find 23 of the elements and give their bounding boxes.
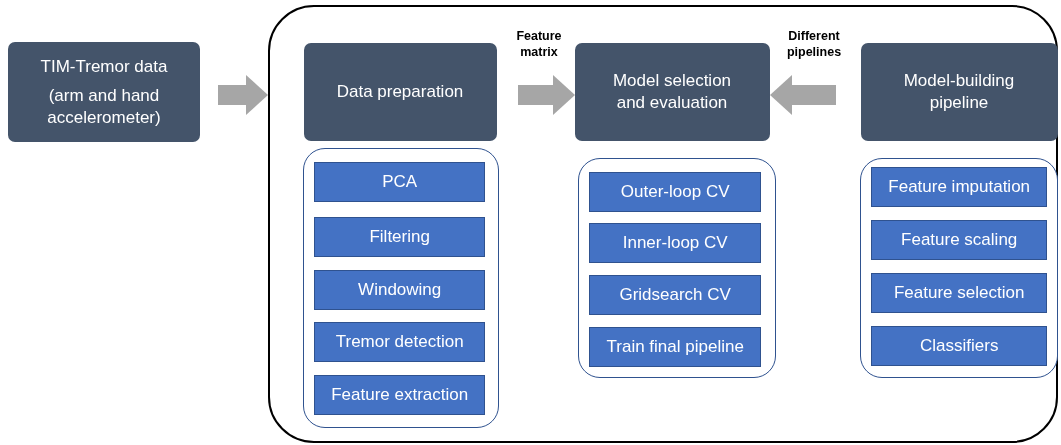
step-box: Tremor detection (314, 322, 486, 363)
step-box: Feature selection (871, 273, 1048, 314)
step-box: Train final pipeline (589, 327, 762, 368)
step-box: Feature scaling (871, 220, 1048, 261)
process-box (8, 42, 200, 142)
box-subtitle: (arm and hand accelerometer) (46, 85, 162, 128)
step-box: Feature imputation (871, 167, 1048, 208)
step-box: Filtering (314, 217, 486, 258)
process-box: Data preparation (303, 42, 497, 141)
box-title: TIM-Tremor data (40, 56, 168, 78)
step-box: Outer-loop CV (589, 172, 762, 213)
group-panel (859, 157, 1058, 378)
step-box: Classifiers (871, 326, 1048, 367)
group-panel (577, 157, 776, 378)
step-box: Inner-loop CV (589, 223, 762, 264)
step-box: PCA (314, 162, 486, 203)
process-box: Model selection and evaluation (574, 42, 770, 141)
group-panel (302, 147, 499, 428)
step-box: Feature extraction (314, 375, 486, 416)
step-box: Windowing (314, 270, 486, 311)
container-frame (268, 5, 1058, 443)
step-box: Gridsearch CV (589, 275, 762, 316)
process-box: Model-building pipeline (860, 42, 1058, 141)
